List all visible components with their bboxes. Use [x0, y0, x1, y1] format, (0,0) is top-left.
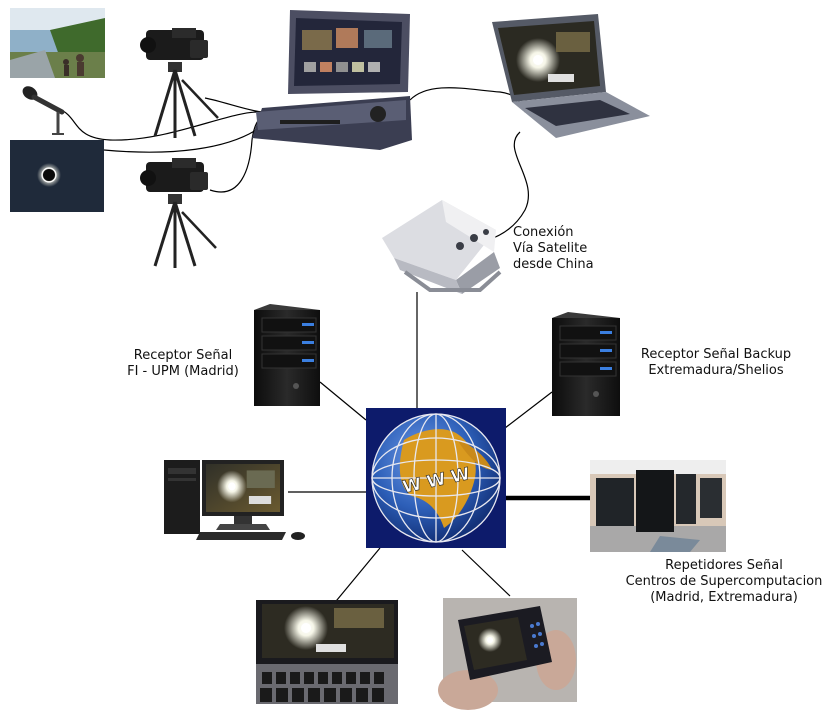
receiver-right-label: Receptor Señal Backup Extremadura/Shelio… [628, 347, 804, 379]
video-camera-icon [140, 28, 218, 138]
video-camera-icon [140, 158, 216, 268]
server-tower-icon [254, 304, 320, 406]
video-mixer-icon [252, 10, 412, 150]
label-line: Repetidores Señal [612, 558, 836, 574]
laptop-icon [492, 14, 650, 138]
internet-globe: W W W [366, 408, 506, 548]
laptop-satellite-cable [488, 132, 528, 240]
label-line: (Madrid, Extremadura) [612, 590, 836, 606]
label-line: Vía Satelite [513, 241, 594, 257]
beach-photo [10, 8, 105, 78]
left-server-globe-line [320, 382, 366, 420]
mixer-laptop-cable [410, 88, 525, 112]
connection-lines [58, 88, 592, 606]
label-line: FI - UPM (Madrid) [118, 364, 248, 380]
label-line: Conexión [513, 225, 594, 241]
label-line: Extremadura/Shelios [628, 363, 804, 379]
repeaters-label: Repetidores Señal Centros de Supercomput… [612, 558, 836, 606]
eclipse-photo [10, 140, 104, 212]
label-line: desde China [513, 257, 594, 273]
phone-globe-line [462, 550, 510, 596]
label-line: Centros de Supercomputacion [612, 574, 836, 590]
right-server-globe-line [505, 392, 552, 428]
desktop-computer-icon [164, 460, 305, 540]
satellite-connection-label: Conexión Vía Satelite desde China [513, 225, 594, 273]
label-line: Receptor Señal Backup [628, 347, 804, 363]
microphone-icon [20, 83, 64, 134]
receiver-left-label: Receptor Señal FI - UPM (Madrid) [118, 348, 248, 380]
label-line: Receptor Señal [118, 348, 248, 364]
supercomputer-room-photo [590, 460, 726, 552]
cinema-screen-photo [256, 600, 398, 704]
mobile-phone-photo [438, 598, 577, 710]
satellite-terminal-icon [382, 200, 500, 294]
camera1-cable [205, 98, 262, 112]
server-tower-icon [552, 312, 620, 416]
cinema-globe-line [332, 548, 380, 606]
